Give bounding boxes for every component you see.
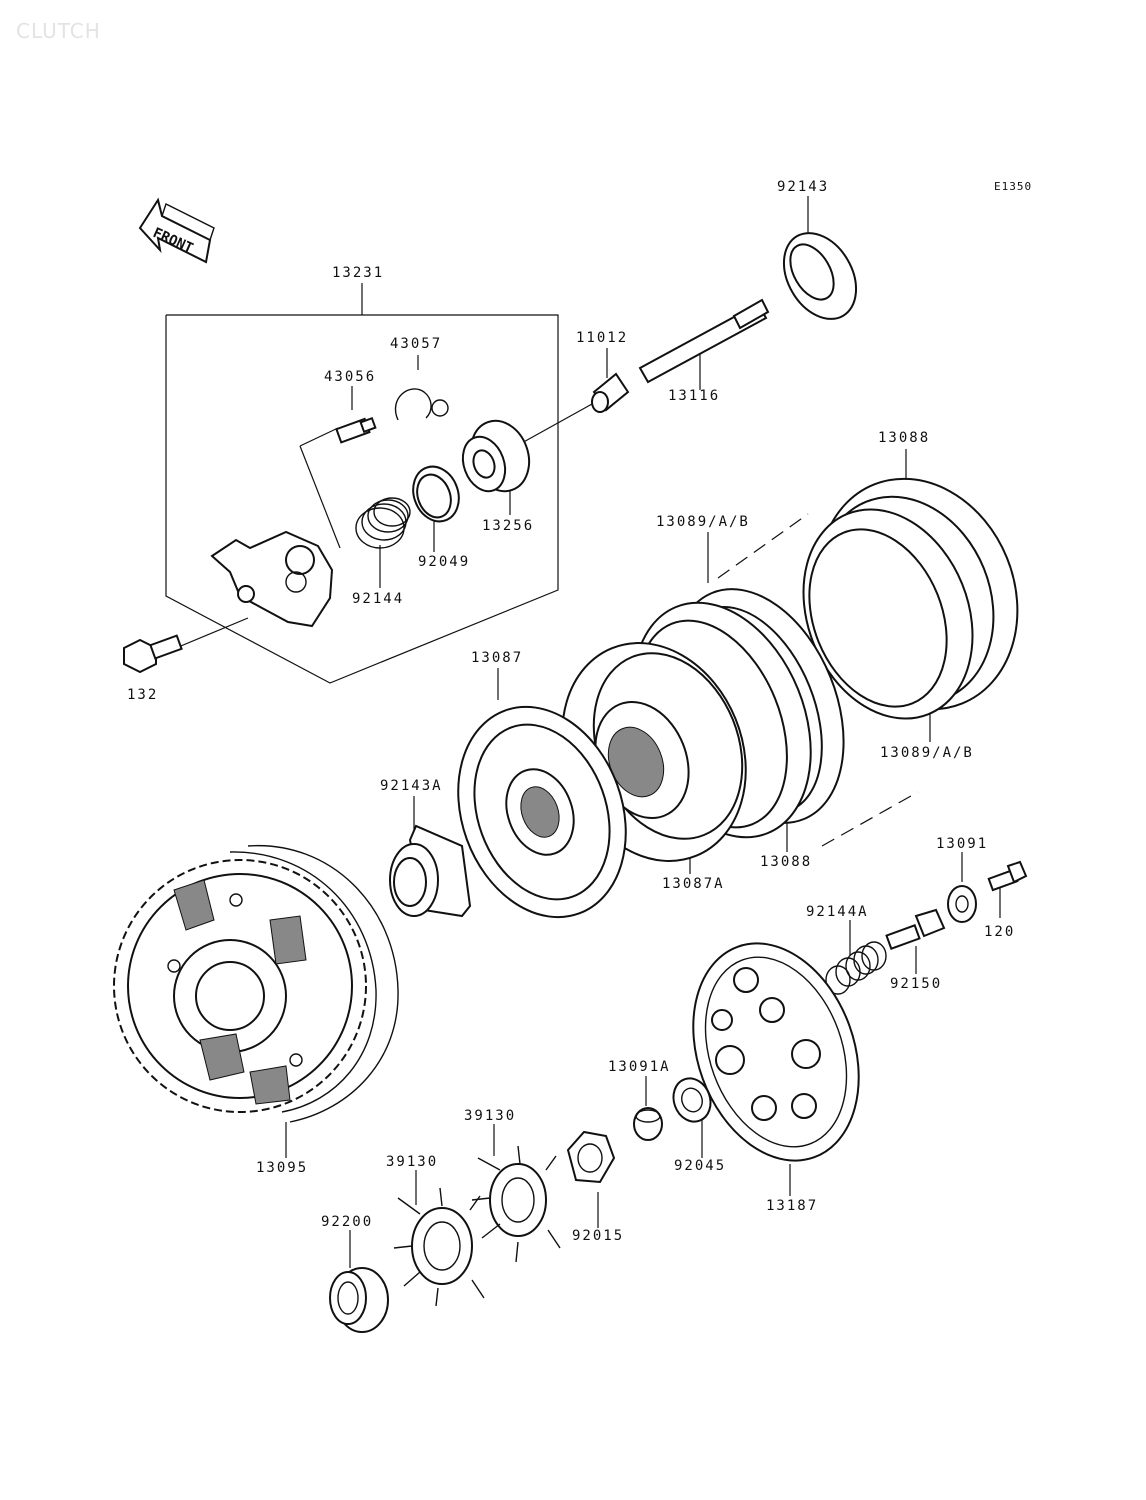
part-11012-bush (591, 372, 630, 413)
label-13091: 13091 (936, 836, 988, 852)
part-release-lever (210, 530, 334, 628)
label-13089-top: 13089/A/B (656, 514, 750, 530)
label-13088-bottom: 13088 (760, 854, 812, 870)
label-39130-upper: 39130 (464, 1108, 516, 1124)
label-43057: 43057 (390, 336, 442, 352)
label-120: 120 (984, 924, 1015, 940)
label-13087: 13087 (471, 650, 523, 666)
label-13116: 13116 (668, 388, 720, 404)
part-43056-nipple (335, 416, 377, 444)
label-92200: 92200 (321, 1214, 373, 1230)
part-132-bolt (123, 634, 183, 674)
part-92150-bolt (885, 908, 946, 950)
diagram-code: E1350 (994, 180, 1032, 193)
label-92144: 92144 (352, 591, 404, 607)
part-43057-clip (394, 388, 449, 421)
part-92144A-spring (825, 941, 887, 995)
part-13089-steel-plate-top (802, 508, 974, 720)
part-13116-pushrod (638, 298, 770, 384)
label-13256: 13256 (482, 518, 534, 534)
label-13187: 13187 (766, 1198, 818, 1214)
label-13087A: 13087A (662, 876, 725, 892)
part-92143-seal (782, 232, 858, 320)
label-13089-bottom: 13089/A/B (880, 745, 974, 761)
part-92045-bearing (672, 1077, 712, 1123)
label-13231: 13231 (332, 265, 384, 281)
label-92150: 92150 (890, 976, 942, 992)
part-13256-bearing (461, 419, 531, 493)
part-92144-spring (355, 497, 411, 549)
part-13187-pressure-plate (692, 942, 860, 1162)
part-13091A-cap (633, 1107, 663, 1141)
label-43056: 43056 (324, 369, 376, 385)
label-39130-lower: 39130 (386, 1154, 438, 1170)
label-92049: 92049 (418, 554, 470, 570)
part-39130-washer-lower (393, 1187, 485, 1307)
label-92045: 92045 (674, 1158, 726, 1174)
part-92200-needle-bearing (329, 1267, 389, 1333)
label-92144A: 92144A (806, 904, 869, 920)
part-labels: 92143 13231 43057 43056 11012 13116 1308… (127, 179, 1015, 1244)
label-11012: 11012 (576, 330, 628, 346)
label-13091A: 13091A (608, 1059, 671, 1075)
part-92015-nut (566, 1130, 616, 1184)
label-92143A: 92143A (380, 778, 443, 794)
part-120-bolt (987, 860, 1028, 892)
part-92049-ring (412, 465, 460, 523)
part-13087-disc (457, 705, 627, 919)
front-arrow-icon: FRONT (138, 197, 215, 264)
label-92015: 92015 (572, 1228, 624, 1244)
label-132: 132 (127, 687, 158, 703)
label-92143: 92143 (777, 179, 829, 195)
label-13095: 13095 (256, 1160, 308, 1176)
label-13088-top: 13088 (878, 430, 930, 446)
part-39130-washer-upper (471, 1145, 561, 1263)
part-13095-clutch-housing (113, 844, 399, 1123)
part-92143A-collar (389, 824, 472, 918)
part-13091-washer (947, 885, 977, 923)
watermark-title: CLUTCH (16, 19, 101, 43)
